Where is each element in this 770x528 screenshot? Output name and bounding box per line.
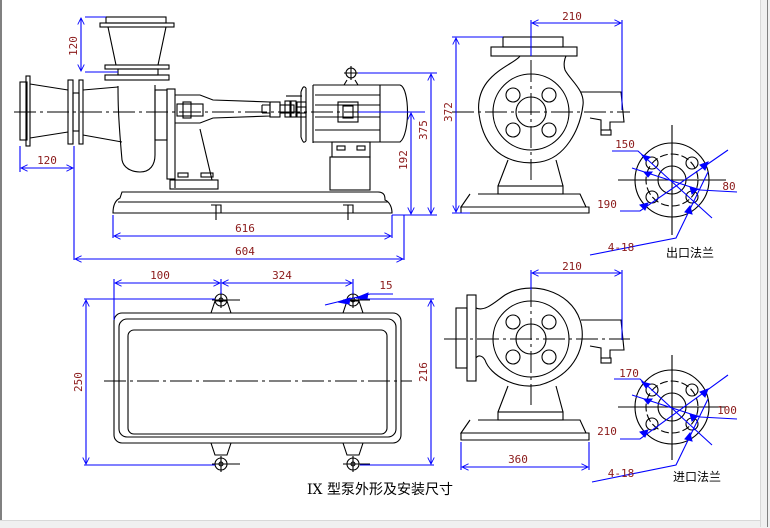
dim-inlet-base-width: 360: [508, 453, 528, 466]
dim-bolt-spacing: 324: [272, 269, 292, 282]
inlet-flange-label: 进口法兰: [673, 470, 721, 484]
dim-bolt-hole: 15: [379, 279, 392, 292]
horizontal-scrollbar[interactable]: [0, 520, 760, 528]
dim-outlet-bore: 80: [722, 180, 735, 193]
drawing-title: IX 型泵外形及安装尺寸: [307, 482, 453, 498]
inlet-front-dimensions: 210 360: [460, 260, 623, 470]
outlet-flange: 150 190 80 4-18 出口法兰: [589, 125, 738, 260]
mount-lugs: [210, 292, 370, 472]
front-view-inlet: 210 360: [444, 260, 630, 470]
vertical-scrollbar[interactable]: [760, 0, 770, 527]
inlet-flange: 170 210 100 4-18 进口法兰: [591, 355, 738, 484]
dim-inlet-bore: 100: [717, 404, 737, 417]
dim-inlet-holes: 4-18: [608, 467, 635, 480]
dim-inlet-od: 210: [597, 425, 617, 438]
dim-inlet-bolt-circle: 170: [619, 367, 639, 380]
dim-outlet-holes: 4-18: [608, 241, 635, 254]
dim-outlet-bolt-circle: 150: [615, 138, 635, 151]
bearing-bracket: [175, 94, 271, 124]
dim-outlet-od: 190: [597, 198, 617, 211]
dim-inlet-width: 210: [562, 260, 582, 273]
discharge-cone: [99, 16, 175, 81]
dim-total-height: 375: [417, 120, 430, 140]
dim-base-length: 616: [235, 222, 255, 235]
dim-outlet-height: 372: [442, 102, 455, 122]
dim-suction-height: 120: [67, 36, 80, 56]
dim-bolt-offset: 100: [150, 269, 170, 282]
motor: [296, 66, 408, 191]
outlet-front-dimensions: 210 372: [442, 10, 623, 214]
dim-bolt-width: 216: [417, 362, 430, 382]
dim-inlet-offset: 120: [37, 154, 57, 167]
pump-volute: [117, 85, 156, 173]
front-view-outlet: 210 372: [442, 10, 630, 214]
dim-outlet-width: 210: [562, 10, 582, 23]
plan-view: 100 324 15 250 216: [72, 269, 434, 472]
side-dimensions: 120 120 616 604 192 375: [19, 16, 437, 260]
suction-cone: [19, 75, 123, 147]
dim-overall-width: 250: [72, 372, 85, 392]
outlet-flange-label: 出口法兰: [666, 246, 714, 260]
side-view: 120 120 616 604 192 375: [14, 16, 437, 260]
dim-total-length: 604: [235, 245, 255, 258]
dim-shaft-height: 192: [397, 150, 410, 170]
baseplate: [112, 191, 393, 220]
plan-dimensions: 100 324 15 250 216: [72, 269, 434, 466]
